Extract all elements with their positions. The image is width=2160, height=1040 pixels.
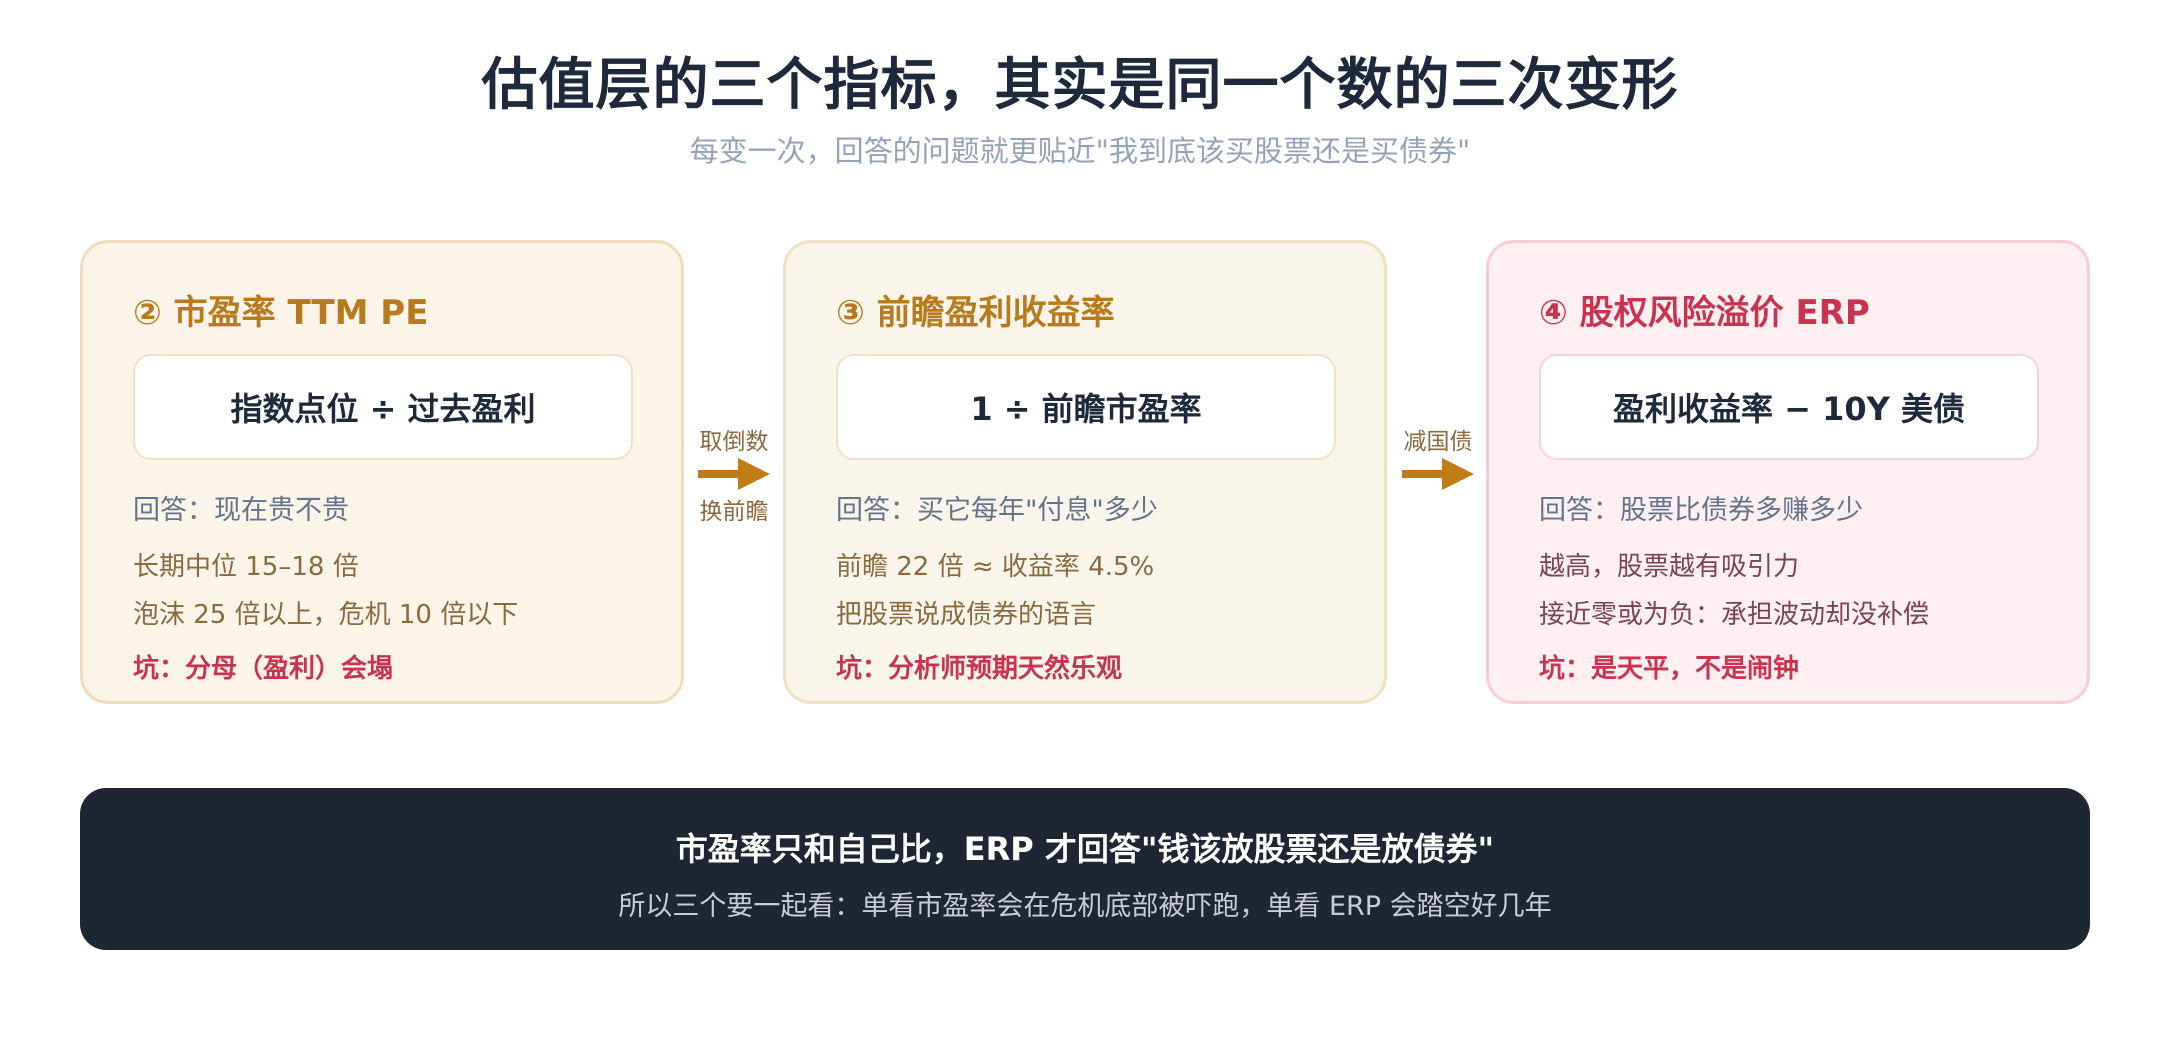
card-answer: 回答：现在贵不贵: [133, 495, 349, 526]
card-answer: 回答：买它每年"付息"多少: [836, 495, 1158, 526]
card-forward-earnings-yield: ③ 前瞻盈利收益率 1 ÷ 前瞻市盈率 回答：买它每年"付息"多少 前瞻 22 …: [783, 240, 1387, 704]
arrow-label: 换前瞻: [699, 499, 769, 525]
card-title: ③ 前瞻盈利收益率: [836, 293, 1115, 333]
card-note: 前瞻 22 倍 ≈ 收益率 4.5%: [836, 552, 1155, 582]
formula-box: 1 ÷ 前瞻市盈率: [836, 354, 1336, 460]
card-pitfall: 坑：分母（盈利）会塌: [133, 654, 394, 684]
right-arrow-icon: [1402, 458, 1474, 490]
card-note: 越高，股票越有吸引力: [1539, 552, 1800, 582]
card-note: 把股票说成债券的语言: [836, 600, 1097, 630]
card-pitfall: 坑：是天平，不是闹钟: [1539, 654, 1800, 684]
arrow-connector-2: 减国债: [1398, 420, 1478, 530]
card-answer: 回答：股票比债券多赚多少: [1539, 495, 1863, 526]
arrow-label: 取倒数: [699, 429, 769, 455]
card-equity-risk-premium: ④ 股权风险溢价 ERP 盈利收益率 − 10Y 美债 回答：股票比债券多赚多少…: [1486, 240, 2090, 704]
formula-box: 盈利收益率 − 10Y 美债: [1539, 354, 2039, 460]
arrow-connector-1: 取倒数 换前瞻: [694, 420, 774, 530]
arrow-label: 减国债: [1403, 429, 1473, 455]
summary-banner: 市盈率只和自己比，ERP 才回答"钱该放股票还是放债券" 所以三个要一起看：单看…: [80, 788, 2090, 950]
page-subtitle: 每变一次，回答的问题就更贴近"我到底该买股票还是买债券": [689, 134, 1471, 168]
card-pitfall: 坑：分析师预期天然乐观: [836, 654, 1123, 684]
card-title: ② 市盈率 TTM PE: [133, 293, 429, 333]
formula-box: 指数点位 ÷ 过去盈利: [133, 354, 633, 460]
banner-subtext: 所以三个要一起看：单看市盈率会在危机底部被吓跑，单看 ERP 会踏空好几年: [618, 891, 1552, 922]
page-title: 估值层的三个指标，其实是同一个数的三次变形: [481, 53, 1679, 118]
card-note: 接近零或为负：承担波动却没补偿: [1539, 600, 1930, 630]
card-note: 长期中位 15–18 倍: [133, 552, 359, 582]
card-note: 泡沫 25 倍以上，危机 10 倍以下: [133, 600, 519, 630]
right-arrow-icon: [698, 458, 770, 490]
card-ttm-pe: ② 市盈率 TTM PE 指数点位 ÷ 过去盈利 回答：现在贵不贵 长期中位 1…: [80, 240, 684, 704]
card-title: ④ 股权风险溢价 ERP: [1539, 293, 1870, 333]
banner-headline: 市盈率只和自己比，ERP 才回答"钱该放股票还是放债券": [675, 830, 1495, 868]
